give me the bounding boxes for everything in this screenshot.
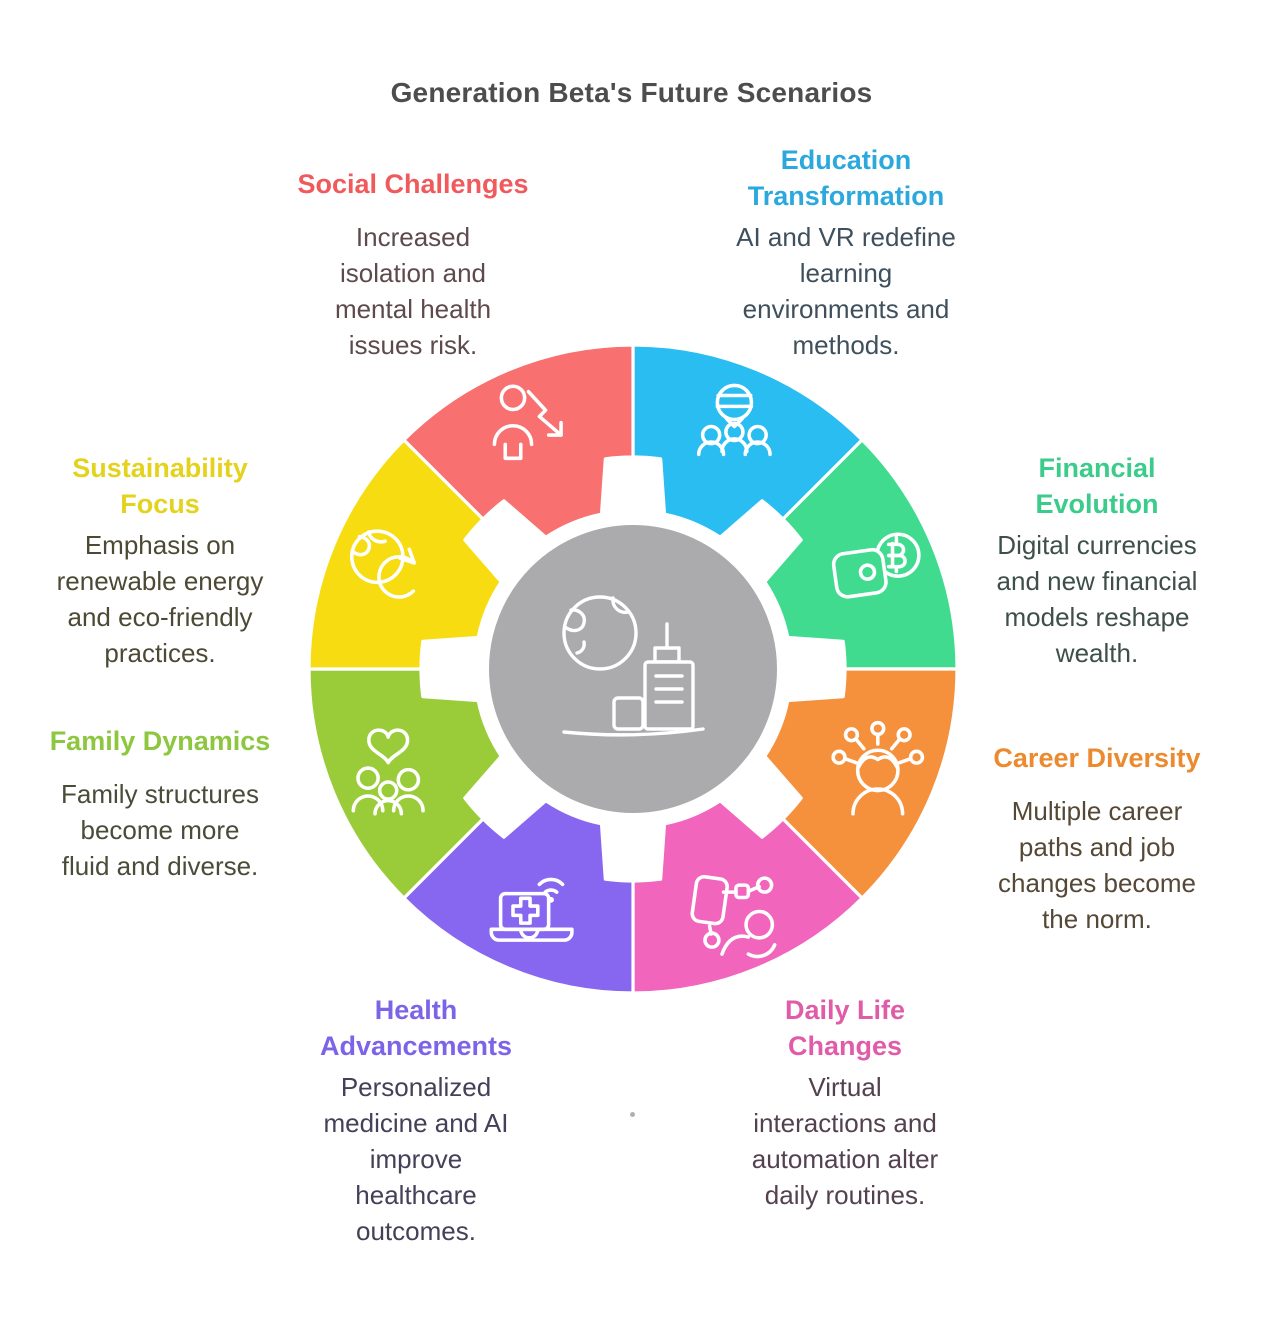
section-description: Family structures become more fluid and … [61, 779, 259, 881]
section-heading: Health Advancements [319, 995, 513, 1061]
health-laptop-icon [489, 877, 574, 942]
section-description: Emphasis on renewable energy and eco-fri… [56, 530, 264, 668]
wedge-sustainability [307, 438, 503, 671]
section-description: Virtual interactions and automation alte… [751, 1072, 939, 1210]
stray-dot [630, 1112, 635, 1117]
globe-city-icon [562, 595, 705, 737]
section-heading: Family Dynamics [49, 726, 271, 756]
section-description: Multiple career paths and job changes be… [997, 796, 1197, 934]
section-daily-life-changes: Daily Life Changes Virtual interactions … [695, 992, 995, 1213]
wedge-social [402, 343, 635, 539]
section-heading: Sustainability Focus [72, 453, 248, 519]
wedge-education [631, 343, 864, 539]
section-description: Digital currencies and new financial mod… [996, 530, 1198, 668]
career-radiate-icon [831, 720, 925, 816]
section-social-challenges: Social Challenges Increased isolation an… [263, 166, 563, 363]
vr-group-icon [696, 383, 772, 457]
scenario-wheel [307, 343, 959, 995]
section-heading: Social Challenges [297, 169, 529, 199]
section-career-diversity: Career Diversity Multiple career paths a… [967, 740, 1227, 937]
vr-device-icon [690, 874, 777, 959]
wallet-bitcoin-icon [831, 532, 921, 599]
section-heading: Education Transformation [747, 145, 945, 211]
section-description: AI and VR redefine learning environments… [736, 222, 956, 360]
section-heading: Financial Evolution [1035, 453, 1159, 519]
globe-recycle-icon [349, 529, 417, 599]
section-health-advancements: Health Advancements Personalized medicin… [266, 992, 566, 1249]
section-sustainability-focus: Sustainability Focus Emphasis on renewab… [30, 450, 290, 671]
page-title: Generation Beta's Future Scenarios [390, 77, 873, 108]
section-description: Personalized medicine and AI improve hea… [323, 1072, 509, 1246]
wedge-family [307, 667, 503, 900]
section-financial-evolution: Financial Evolution Digital currencies a… [967, 450, 1227, 671]
center-hub [485, 521, 781, 817]
section-heading: Career Diversity [993, 743, 1201, 773]
section-description: Increased isolation and mental health is… [334, 222, 492, 360]
family-heart-icon [351, 728, 425, 816]
section-heading: Daily Life Changes [784, 995, 906, 1061]
person-decline-icon [492, 384, 563, 461]
section-education-transformation: Education Transformation AI and VR redef… [696, 142, 996, 363]
section-family-dynamics: Family Dynamics Family structures become… [30, 723, 290, 884]
